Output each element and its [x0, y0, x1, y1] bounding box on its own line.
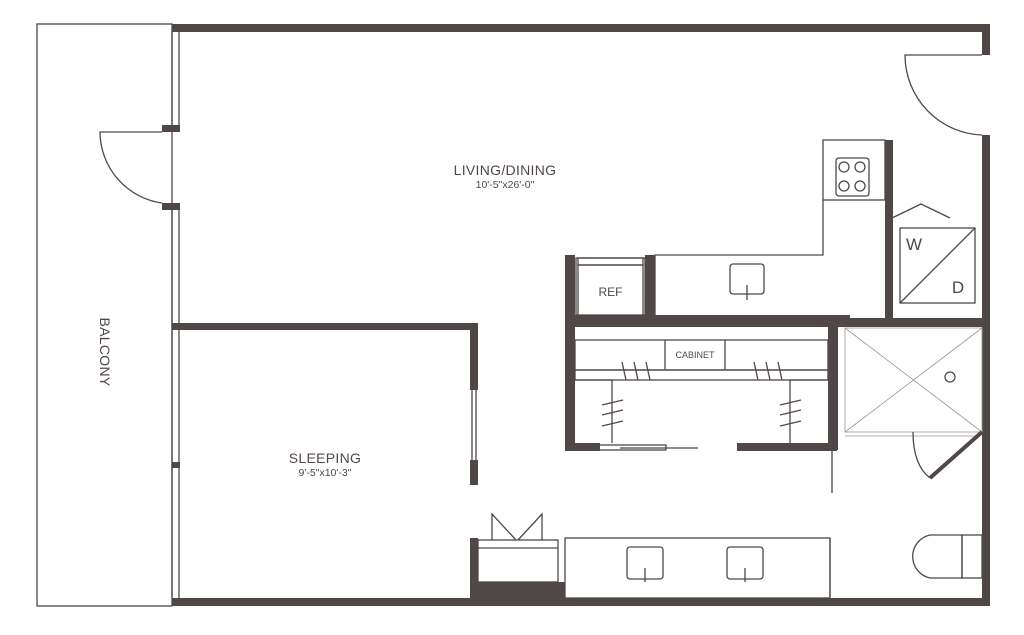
walls	[162, 24, 990, 606]
entry-door-swing	[904, 54, 983, 136]
balcony-door-swing	[99, 131, 163, 204]
sleeping-dimensions: 9'-5"x10'-3"	[298, 467, 352, 479]
living-dining-label: LIVING/DINING	[453, 162, 557, 178]
fixture-lines	[36, 23, 984, 607]
toilet	[912, 534, 963, 579]
washer-dryer	[899, 227, 976, 304]
living-dining-dimensions: 10'-5"x26'-0"	[475, 179, 535, 191]
sleeping-label: SLEEPING	[288, 450, 362, 466]
refrigerator-label: REF	[598, 285, 623, 299]
dryer-label: D	[951, 278, 965, 297]
washer-label: W	[905, 235, 923, 254]
cabinet-label: CABINET	[675, 350, 715, 360]
balcony-label: BALCONY	[97, 317, 113, 387]
